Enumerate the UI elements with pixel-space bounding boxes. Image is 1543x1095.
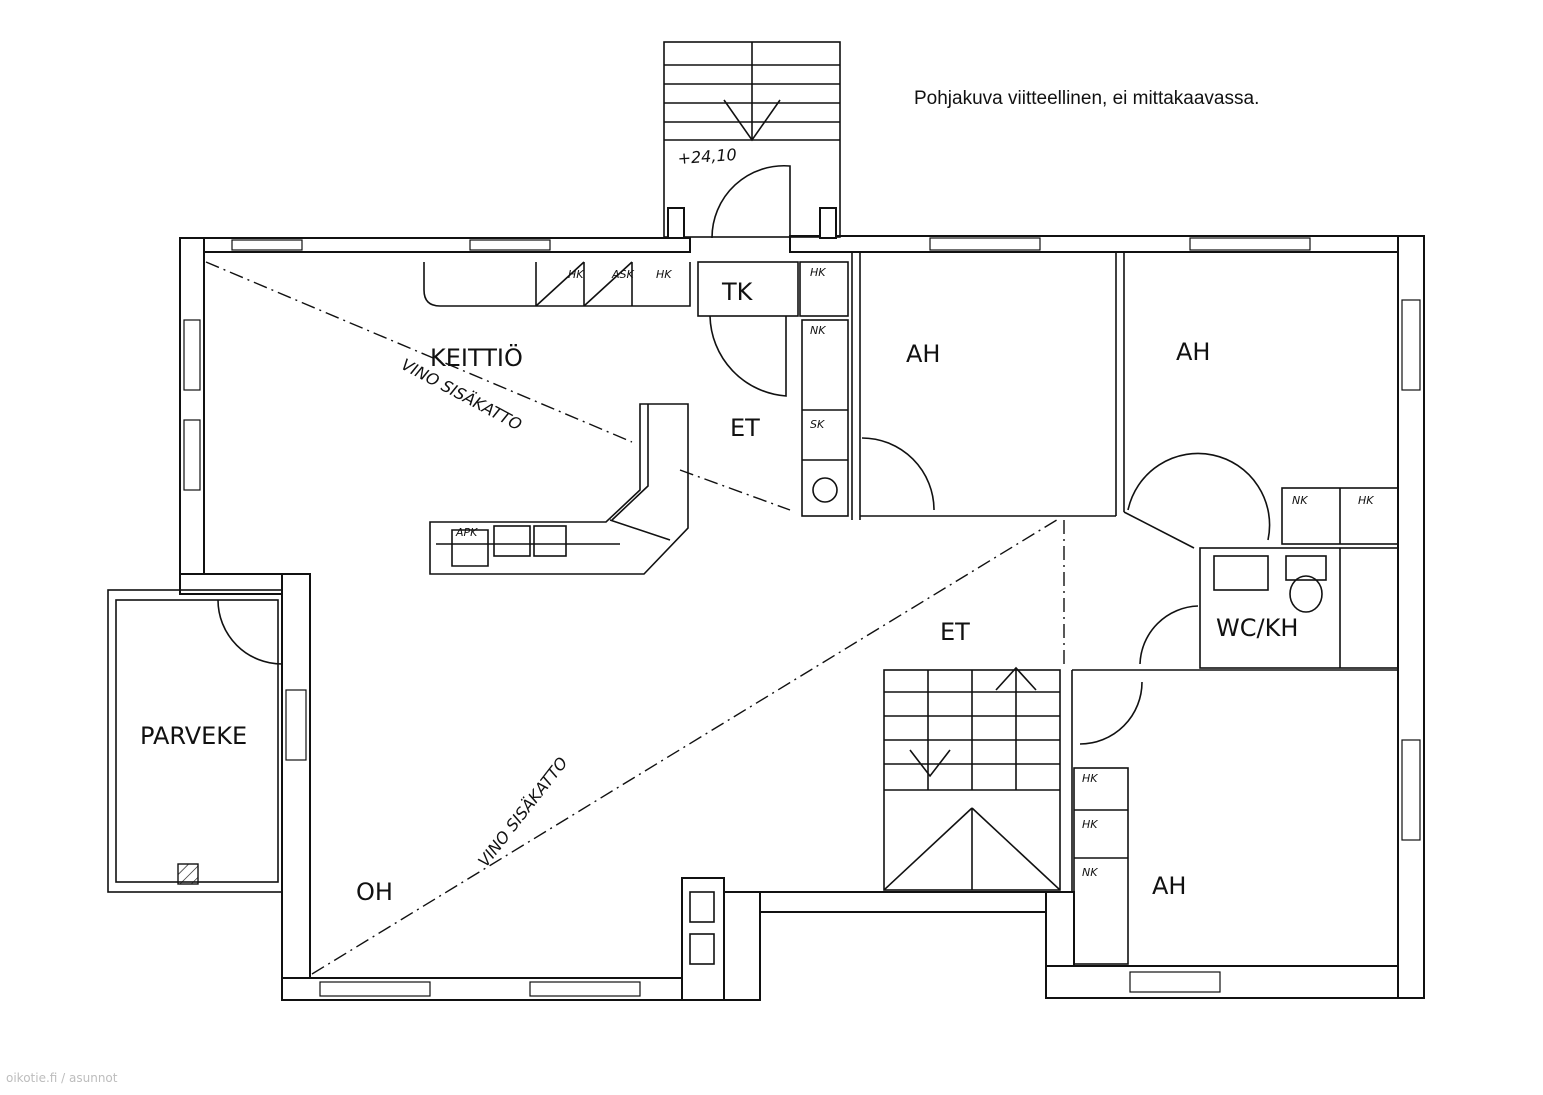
room-label-parveke: PARVEKE <box>140 722 247 750</box>
closet-label-kitchen-hk: HK <box>568 268 584 281</box>
room-label-ah1: AH <box>906 340 940 368</box>
sloped-ceiling-lines <box>205 261 1065 975</box>
exterior-walls <box>179 235 1425 1001</box>
elevation-label: +24,10 <box>677 145 737 168</box>
closet-label-ah3-hk2: HK <box>1082 818 1098 831</box>
interior-stair <box>883 666 1061 891</box>
disclaimer-note: Pohjakuva viitteellinen, ei mittakaavass… <box>914 88 1260 109</box>
closet-label-tk-hk: HK <box>810 266 826 279</box>
balcony <box>107 589 283 893</box>
bathroom-fixtures <box>1139 487 1399 669</box>
closet-label-hall-sk: SK <box>810 418 825 431</box>
watermark: oikotie.fi / asunnot <box>6 1071 118 1085</box>
room-label-oh: OH <box>356 878 393 906</box>
room-label-et-upper: ET <box>730 414 760 442</box>
closet-label-kitchen-apk: APK <box>455 526 478 539</box>
room-label-ah3: AH <box>1152 872 1186 900</box>
hall-fixtures <box>697 252 853 520</box>
closet-label-kitchen-ask: ASK <box>611 268 635 281</box>
room-label-keittio: KEITTIÖ <box>430 343 523 372</box>
room-label-tk: TK <box>721 278 754 306</box>
closet-label-bath-hk: HK <box>1358 494 1374 507</box>
room-label-wckh: WC/KH <box>1216 614 1298 642</box>
closet-label-hall-nk: NK <box>810 324 826 337</box>
entry-stair <box>663 41 841 239</box>
bedroom-walls <box>859 252 1271 549</box>
ceiling-note-living: VINO SISÄKATTO <box>474 753 571 870</box>
room-label-et-lower: ET <box>940 618 970 646</box>
room-label-ah2: AH <box>1176 338 1210 366</box>
kitchen-fixtures <box>423 261 691 575</box>
bedroom3-fixtures <box>1071 669 1398 965</box>
closet-label-ah3-nk: NK <box>1082 866 1098 879</box>
closet-label-ah3-hk1: HK <box>1082 772 1098 785</box>
closet-label-bath-nk: NK <box>1292 494 1308 507</box>
closet-label-kitchen-hk2: HK <box>656 268 672 281</box>
